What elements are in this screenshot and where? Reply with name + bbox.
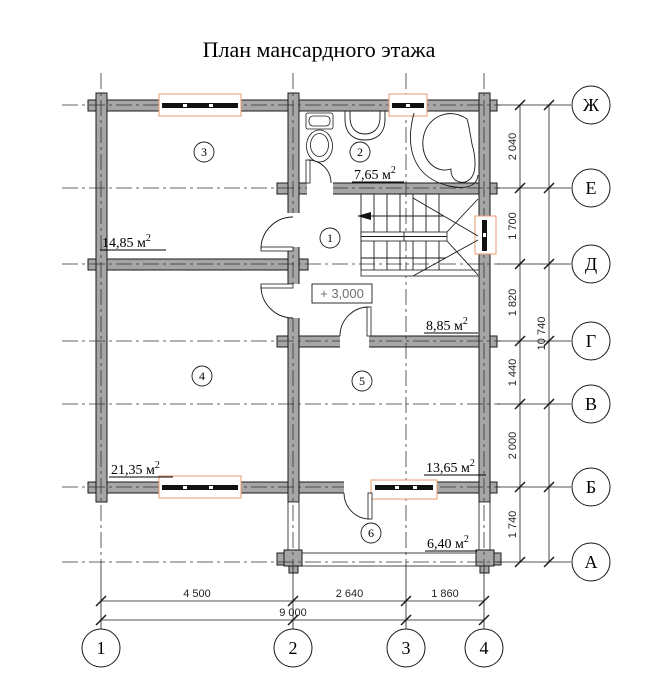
dim-total-value: 10 740: [536, 317, 548, 351]
axis-label: 2: [289, 638, 298, 658]
svg-text:21,35 м2: 21,35 м2: [111, 460, 160, 478]
bathroom-fixtures: [305, 111, 479, 188]
axis-bubble-col: 2: [273, 628, 313, 668]
dim-total-value: 9 000: [279, 607, 307, 619]
area-label-room2: 7,65 м2: [352, 165, 404, 183]
dimension-ticks-bottom: [95, 595, 490, 626]
dim-value: 2 640: [336, 588, 364, 600]
grid-lines: [62, 73, 500, 566]
elevation-mark: + 3,000: [311, 283, 373, 304]
door-room3: [260, 216, 294, 252]
axis-bubble-row: Д: [571, 244, 611, 284]
axis-bubble-col: 4: [464, 628, 504, 668]
axis-bubble-row: А: [571, 542, 611, 582]
axis-label: Д: [585, 254, 597, 274]
room-marker-3: 3: [193, 141, 215, 163]
stairs: [357, 194, 480, 277]
window-top-right: [388, 93, 428, 117]
axis-label: 1: [97, 638, 106, 658]
area-label-room6: 6,40 м2: [425, 534, 477, 552]
axis-label: 3: [402, 638, 411, 658]
axis-label: В: [585, 394, 597, 414]
windows: [158, 93, 497, 500]
door-room4: [260, 283, 294, 319]
toilet-fixture: [305, 112, 334, 163]
dim-value: 1 820: [507, 289, 519, 317]
room-area-labels: 8,85 м2 7,65 м2 14,85 м2 21,35 м2 13,65 …: [100, 165, 486, 552]
axis-label: Г: [586, 331, 596, 351]
elevation-value: + 3,000: [320, 286, 364, 301]
balcony-railing: [276, 501, 502, 574]
dimension-ticks-right: [514, 99, 555, 568]
axis-bubble-col: 1: [81, 628, 121, 668]
door-bathroom: [305, 159, 332, 184]
room-marker-4: 4: [191, 365, 213, 387]
door-balcony: [343, 492, 373, 520]
axis-bubbles-bottom: 1 2 3 4: [81, 628, 504, 668]
axis-label: Ж: [583, 95, 600, 115]
area-label-room5: 13,65 м2: [424, 458, 486, 476]
room-markers: 1 2 3 4 5 6: [191, 141, 382, 544]
window-right: [474, 215, 497, 255]
corner-bathtub-fixture: [410, 112, 479, 188]
dim-value: 2 040: [507, 133, 519, 161]
door-openings: [287, 182, 371, 494]
dimension-chain-bottom: 4 500 2 640 1 860 9 000: [95, 566, 490, 629]
doors: [260, 159, 373, 520]
area-label-room1: 8,85 м2: [424, 316, 478, 334]
room-marker-6: 6: [360, 522, 382, 544]
area-label-room3: 14,85 м2: [100, 233, 166, 251]
axis-bubbles-right: Ж Е Д Г В Б А: [571, 85, 611, 582]
dim-value: 1 700: [507, 212, 519, 240]
room-number: 2: [357, 145, 363, 159]
axis-bubble-row: Б: [571, 467, 611, 507]
svg-text:7,65 м2: 7,65 м2: [354, 165, 396, 183]
stair-direction-arrow: [357, 212, 444, 220]
window-bottom-left: [158, 475, 242, 499]
axis-label: 4: [480, 638, 489, 658]
axis-label: А: [585, 552, 598, 572]
svg-text:8,85 м2: 8,85 м2: [426, 316, 468, 334]
window-top-left: [158, 93, 242, 117]
dim-value: 1 440: [507, 359, 519, 387]
door-room5: [339, 306, 372, 337]
sink-fixture: [344, 111, 386, 141]
window-bottom-middle: [370, 479, 438, 500]
room-number: 3: [201, 145, 207, 159]
axis-bubble-row: Ж: [571, 85, 611, 125]
svg-text:14,85 м2: 14,85 м2: [102, 233, 151, 251]
dim-value: 1 740: [507, 511, 519, 539]
area-label-room4: 21,35 м2: [109, 460, 173, 478]
room-number: 6: [368, 526, 374, 540]
svg-text:6,40 м2: 6,40 м2: [427, 534, 469, 552]
page-title: План мансардного этажа: [203, 37, 436, 62]
dim-value: 4 500: [183, 588, 211, 600]
axis-bubble-row: Г: [571, 321, 611, 361]
room-number: 1: [327, 231, 333, 245]
dim-value: 2 000: [507, 432, 519, 460]
room-number: 5: [359, 374, 365, 388]
axis-bubble-row: В: [571, 384, 611, 424]
axis-bubble-row: Е: [571, 168, 611, 208]
room-number: 4: [199, 369, 205, 383]
dim-value: 1 860: [431, 588, 459, 600]
room-marker-1: 1: [319, 227, 341, 249]
room-marker-5: 5: [351, 370, 373, 392]
axis-bubble-col: 3: [386, 628, 426, 668]
room-marker-2: 2: [349, 141, 371, 163]
dimension-chain-right: 2 040 1 700 1 820 1 440 2 000 1 740 10 7…: [497, 99, 571, 568]
svg-text:13,65 м2: 13,65 м2: [426, 458, 475, 476]
axis-label: Б: [586, 477, 596, 497]
axis-label: Е: [586, 178, 597, 198]
